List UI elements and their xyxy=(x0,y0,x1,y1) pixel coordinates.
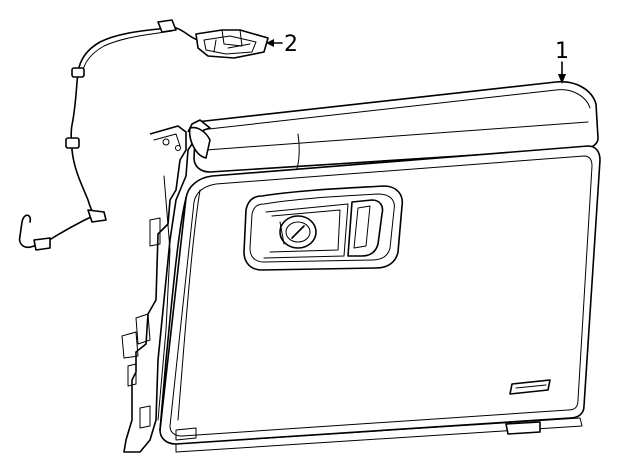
wire-clip xyxy=(157,19,177,33)
callout-1-label: 1 xyxy=(555,39,569,64)
callout-1: 1 xyxy=(555,39,569,84)
wire-harness xyxy=(18,19,199,251)
wire-clip xyxy=(87,209,107,223)
callout-2: 2 xyxy=(266,32,298,57)
latch-handle xyxy=(243,185,404,271)
wire-clip xyxy=(71,67,85,78)
wire-end-connector xyxy=(33,237,51,251)
callout-2-label: 2 xyxy=(284,32,298,57)
switch-module xyxy=(195,29,269,59)
wire-clip xyxy=(65,137,80,149)
hinge-bracket xyxy=(121,119,211,453)
